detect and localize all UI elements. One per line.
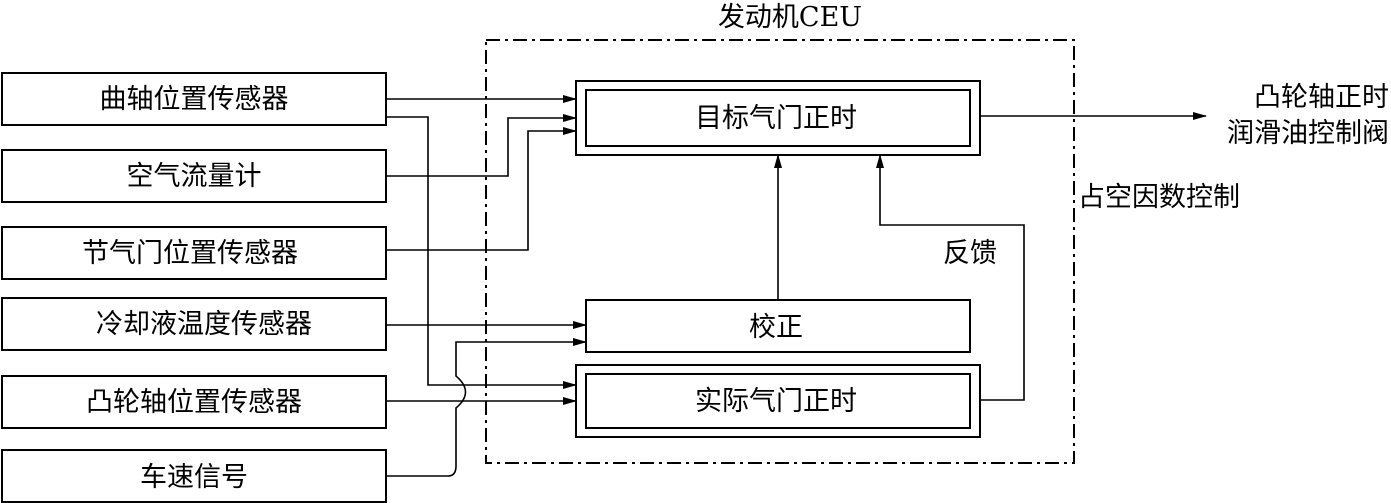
arrow-crank-to-actual [386,116,577,389]
input-label: 曲轴位置传感器 [100,84,289,115]
input-crankshaft-sensor: 曲轴位置传感器 [1,72,387,126]
feedback-label: 反馈 [943,238,997,269]
target-valve-timing-block: 目标气门正时 [575,80,981,156]
arrow-airflow-to-target [386,114,577,177]
input-throttle-position-sensor: 节气门位置传感器 [1,226,387,280]
input-camshaft-sensor: 凸轮轴位置传感器 [1,375,387,429]
input-label: 凸轮轴位置传感器 [86,387,302,418]
arrow-speed-to-correction [386,338,587,477]
input-coolant-temp-sensor: 冷却液温度传感器 [1,297,387,351]
actual-label: 实际气门正时 [695,386,857,417]
correction-label: 校正 [749,312,803,343]
output-label-line2: 润滑油控制阀 [1227,118,1389,149]
duty-control-label: 占空因数控制 [1078,182,1240,213]
arrow-throttle-to-target [386,127,577,251]
target-label: 目标气门正时 [695,103,857,134]
input-label: 车速信号 [140,462,248,493]
connections [386,95,1207,477]
input-label: 节气门位置传感器 [82,238,298,269]
input-label: 冷却液温度传感器 [96,309,312,340]
input-label: 空气流量计 [127,161,262,192]
ceu-boundary [485,39,1075,464]
correction-block: 校正 [585,299,971,353]
actual-valve-timing-block: 实际气门正时 [575,364,981,438]
output-label-line1: 凸轮轴正时 [1254,82,1389,113]
input-airflow-meter: 空气流量计 [1,149,387,203]
input-vehicle-speed: 车速信号 [1,449,387,503]
ceu-title: 发动机CEU [718,2,862,33]
arrow-feedback [876,154,1025,401]
